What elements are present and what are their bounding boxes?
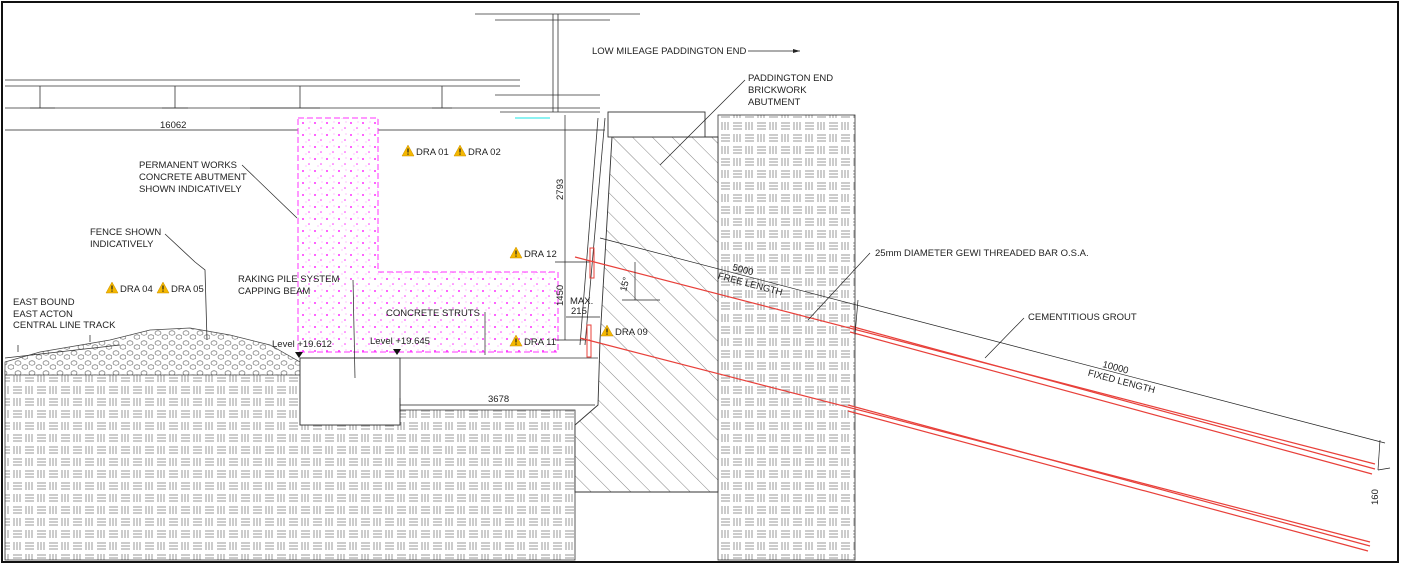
svg-text:EAST ACTON: EAST ACTON — [13, 309, 73, 320]
svg-text:25mm DIAMETER GEWI THREADED BA: 25mm DIAMETER GEWI THREADED BAR O.S.A. — [875, 248, 1089, 259]
svg-text:EAST BOUND: EAST BOUND — [13, 297, 75, 308]
label-fence: FENCE SHOWN INDICATIVELY — [90, 227, 161, 250]
hazard-dra-02: DRA 02 — [453, 144, 501, 158]
dimension-height-lower: 1450 — [555, 285, 566, 306]
direction-label: LOW MILEAGE PADDINGTON END — [592, 46, 746, 57]
label-concrete-struts: CONCRETE STRUTS — [386, 308, 480, 319]
level-label: Level +19.612 — [272, 339, 332, 350]
dimension-max-value: 215 — [571, 306, 587, 317]
svg-text:PADDINGTON END: PADDINGTON END — [748, 73, 833, 84]
svg-text:CAPPING BEAM: CAPPING BEAM — [238, 286, 310, 297]
svg-text:PERMANENT WORKS: PERMANENT WORKS — [139, 160, 237, 171]
embankment-brickwork — [717, 114, 856, 561]
label-grout: CEMENTITIOUS GROUT — [984, 312, 1137, 359]
dimension-free-length: 5000 — [731, 262, 754, 278]
permanent-concrete-abutment — [297, 117, 559, 353]
svg-text:CENTRAL LINE TRACK: CENTRAL LINE TRACK — [13, 320, 116, 331]
dimension-bar-spacing: 160 — [1370, 489, 1381, 505]
dimension-height-upper: 2793 — [555, 179, 566, 200]
hazard-label: DRA 09 — [615, 327, 648, 338]
svg-text:RAKING PILE SYSTEM: RAKING PILE SYSTEM — [238, 274, 339, 285]
hazard-label: DRA 05 — [171, 284, 204, 295]
dimension-span: 16062 — [160, 120, 186, 131]
anchor-bar-upper — [574, 247, 1376, 475]
level-marker-1: Level +19.612 — [272, 339, 332, 358]
svg-text:FENCE SHOWN: FENCE SHOWN — [90, 227, 161, 238]
svg-text:INDICATIVELY: INDICATIVELY — [90, 239, 154, 250]
hazard-dra-11: DRA 11 — [509, 334, 556, 348]
hazard-dra-01: DRA 01 — [401, 144, 449, 158]
hazard-label: DRA 01 — [416, 147, 449, 158]
level-marker-2: Level +19.645 — [370, 336, 430, 355]
label-raking-pile: RAKING PILE SYSTEM CAPPING BEAM — [238, 274, 356, 379]
dimension-beam-width: 3678 — [488, 394, 509, 405]
anchor-bar-lower — [579, 324, 1371, 552]
svg-text:BRICKWORK: BRICKWORK — [748, 85, 807, 96]
hazard-label: DRA 04 — [120, 284, 153, 295]
svg-text:SHOWN INDICATIVELY: SHOWN INDICATIVELY — [139, 184, 242, 195]
hazard-dra-04: DRA 04 — [105, 281, 153, 295]
label-track: EAST BOUND EAST ACTON CENTRAL LINE TRACK — [13, 297, 116, 331]
label-permanent-works: PERMANENT WORKS CONCRETE ABUTMENT SHOWN … — [139, 160, 298, 219]
rail-track — [4, 344, 121, 359]
hazard-label: DRA 11 — [524, 337, 556, 348]
hazard-dra-09: DRA 09 — [600, 324, 648, 338]
track-ballast — [4, 327, 301, 376]
label-gewi-bar: 25mm DIAMETER GEWI THREADED BAR O.S.A. — [807, 248, 1089, 321]
hazard-dra-12: DRA 12 — [509, 246, 557, 260]
dimension-max-label: MAX. — [570, 296, 593, 307]
capping-beam — [299, 357, 401, 426]
svg-text:ABUTMENT: ABUTMENT — [748, 97, 800, 108]
svg-text:CONCRETE ABUTMENT: CONCRETE ABUTMENT — [139, 172, 247, 183]
brick-abutment — [574, 136, 719, 493]
hazard-label: DRA 02 — [468, 147, 501, 158]
anchor-length-dimension — [599, 237, 1386, 444]
level-label: Level +19.645 — [370, 336, 430, 347]
hazard-dra-05: DRA 05 — [156, 281, 204, 295]
hazard-label: DRA 12 — [524, 249, 557, 260]
fence — [164, 233, 208, 341]
abutment-cap — [607, 111, 706, 138]
dimension-angle: 15° — [618, 276, 632, 293]
svg-text:CEMENTITIOUS GROUT: CEMENTITIOUS GROUT — [1028, 312, 1137, 323]
label-abutment: PADDINGTON END BRICKWORK ABUTMENT — [659, 73, 833, 166]
